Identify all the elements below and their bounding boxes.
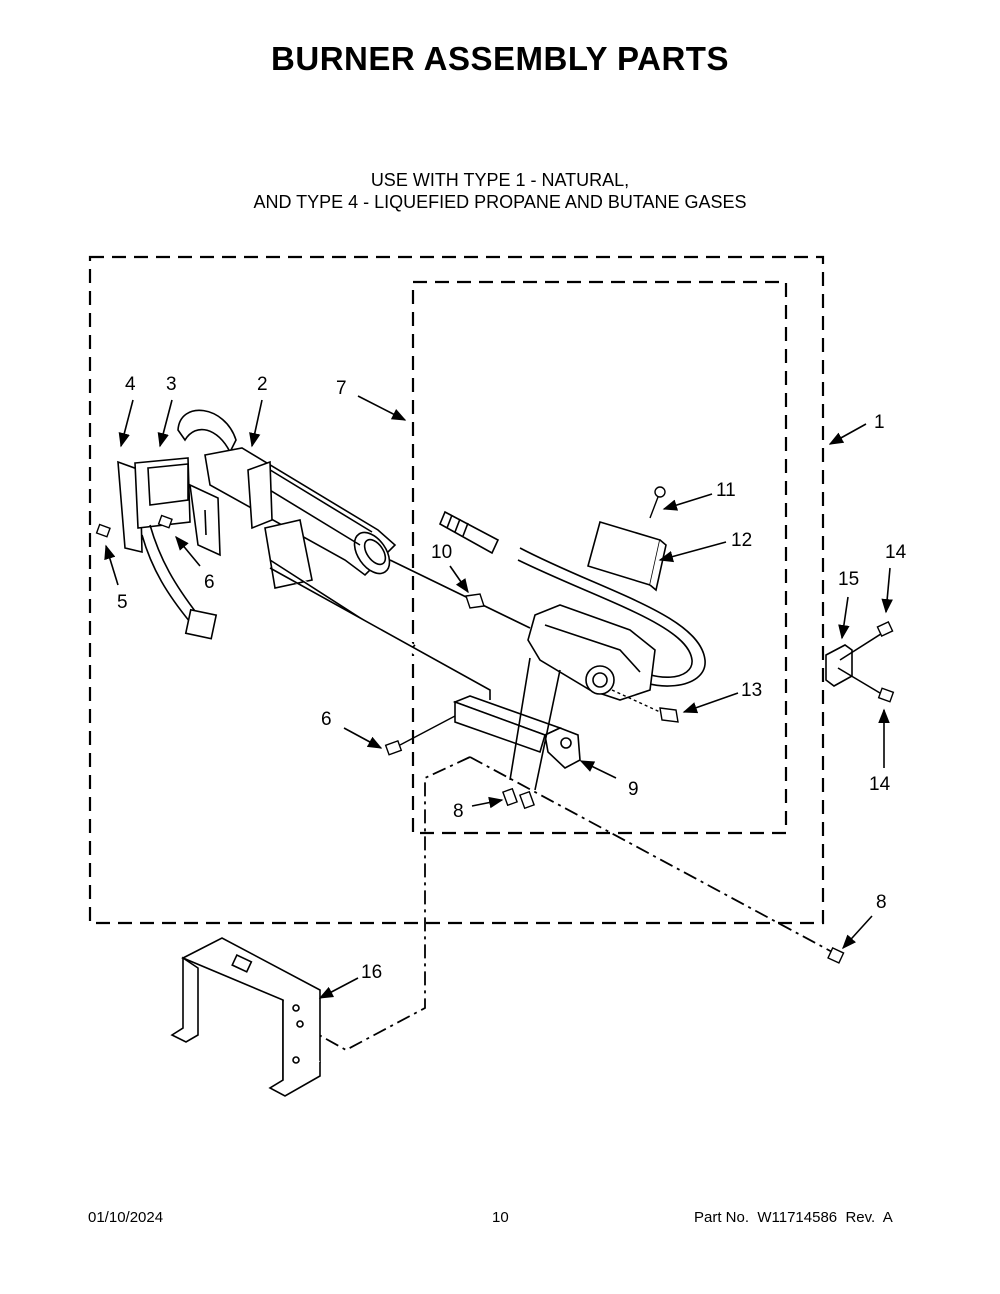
callout-13: 13: [741, 680, 762, 701]
inner-assembly-boundary: [411, 280, 788, 835]
callout-11: 11: [716, 480, 736, 501]
clip-15: [825, 631, 886, 697]
gas-valve: [527, 604, 656, 701]
callout-7: 7: [336, 378, 347, 399]
callout-9: 9: [628, 779, 639, 800]
igniter-bracket: [117, 457, 221, 557]
plug-13: [611, 689, 679, 723]
screw-8-lower: [827, 947, 845, 964]
callout-8-lower: 8: [876, 892, 887, 913]
subtitle-line-2: AND TYPE 4 - LIQUEFIED PROPANE AND BUTAN…: [253, 192, 747, 212]
nut-10: [465, 593, 485, 609]
screws-left: [95, 514, 173, 538]
callout-14-lower: 14: [869, 774, 891, 795]
base-bracket-16: [170, 937, 321, 1097]
callout-14-upper: 14: [885, 542, 907, 563]
callout-12: 12: [731, 530, 752, 551]
subtitle-line-1: USE WITH TYPE 1 - NATURAL,: [370, 170, 630, 190]
screw-11: [649, 486, 666, 519]
callout-arrows: [104, 395, 893, 999]
screws-8-pair: [502, 787, 535, 810]
callout-1: 1: [874, 412, 885, 433]
gas-hose: [438, 510, 706, 687]
callout-4: 4: [125, 374, 136, 395]
callout-6-upper: 6: [204, 572, 215, 593]
wire-harness: [141, 524, 218, 640]
valve-mount-bracket: [452, 657, 581, 791]
callout-8-upper: 8: [453, 801, 464, 822]
burner-bracket: [247, 460, 491, 700]
callout-15: 15: [838, 569, 859, 590]
outer-assembly-boundary: [88, 255, 825, 925]
footer-page-number: 10: [492, 1209, 509, 1226]
footer-part-number: Part No. W11714586 Rev. A: [694, 1209, 893, 1226]
page-title: BURNER ASSEMBLY PARTS: [271, 40, 729, 77]
callout-5: 5: [117, 592, 128, 613]
link-lines: [309, 756, 835, 1052]
callout-3: 3: [166, 374, 177, 395]
valve-coil: [587, 520, 667, 592]
screw-6-lower: [384, 715, 456, 756]
footer-date: 01/10/2024: [88, 1209, 164, 1226]
callout-6-lower: 6: [321, 709, 332, 730]
callout-16: 16: [361, 962, 382, 983]
callout-2: 2: [257, 374, 268, 395]
screws-14: [876, 621, 895, 703]
callout-10: 10: [431, 542, 452, 563]
